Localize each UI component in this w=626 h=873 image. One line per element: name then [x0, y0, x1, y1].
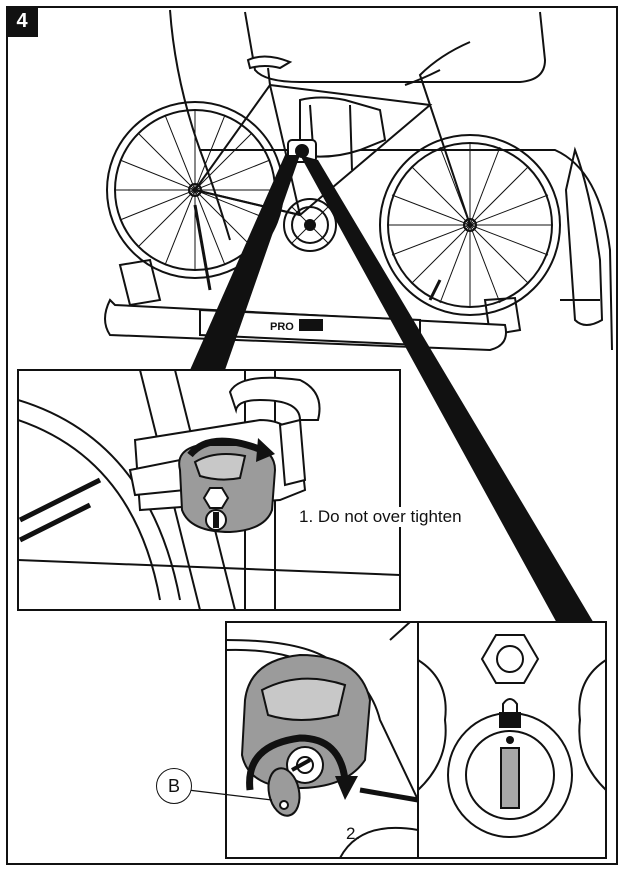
- turn-arrow: [246, 734, 349, 791]
- padlock-icon: [499, 698, 521, 728]
- step1-label: 1. Do not over tighten: [296, 507, 465, 527]
- clamp-knob: [178, 444, 277, 534]
- zoom-beams: [190, 155, 595, 625]
- key-icon: [267, 758, 311, 817]
- step-number: 4: [6, 6, 38, 37]
- detail-panel-clamp: [17, 369, 401, 611]
- lock-cylinder: [417, 634, 607, 838]
- brand-text: PRO: [270, 321, 294, 333]
- detail-panel-key: [187, 621, 607, 859]
- bicycle: [106, 41, 561, 316]
- step2-label: 2.: [346, 824, 361, 843]
- tighten-arrow: [187, 437, 264, 458]
- callout-b: B: [156, 768, 192, 804]
